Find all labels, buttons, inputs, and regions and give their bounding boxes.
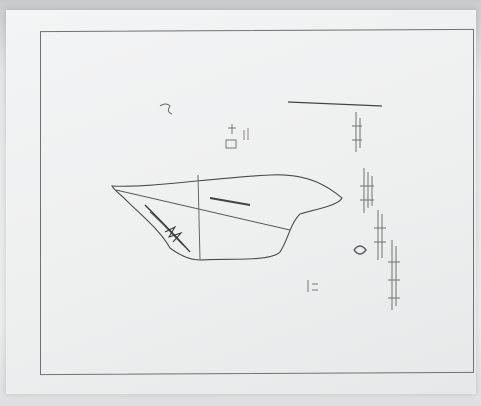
annotation-column-3 [374,210,386,260]
bold-stroke [209,197,251,206]
paper-sheet [6,10,476,394]
annotation-column-2 [360,168,374,213]
scribble [164,225,183,243]
small-mark [159,103,173,115]
center-mark-3 [243,128,249,140]
lower-right-mark [307,280,318,292]
annotation-symbol [353,245,367,255]
shading-stroke-2 [149,211,187,249]
top-right-line [287,101,383,107]
sketch-outline [111,174,343,261]
annotation-column-4 [388,240,400,310]
center-mark-2 [225,139,237,149]
center-mark-1 [228,124,236,134]
diagonal-line [115,189,291,231]
vertical-line [197,174,201,261]
annotation-column-1 [352,112,362,152]
